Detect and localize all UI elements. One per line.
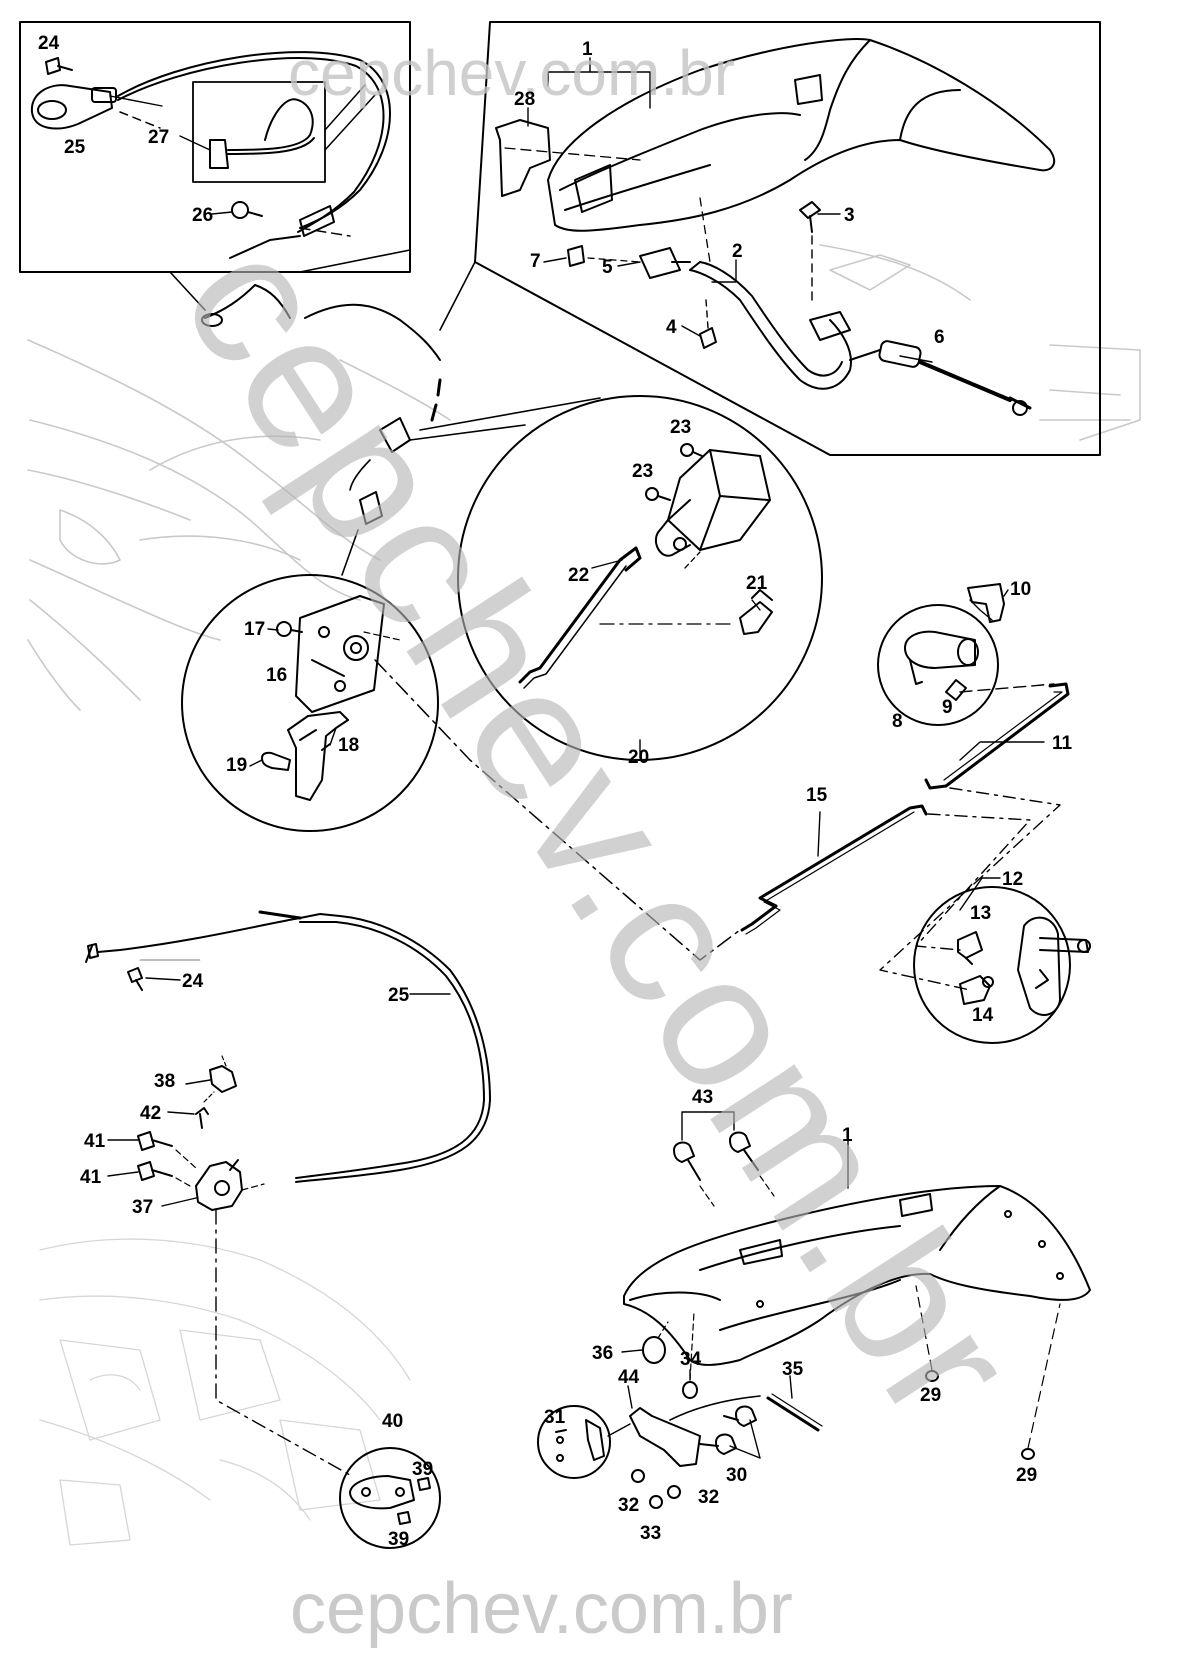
callout-4: 4	[666, 317, 677, 338]
callout-16: 16	[266, 665, 288, 686]
callout-39-upper: 39	[412, 1459, 434, 1480]
callout-9: 9	[942, 697, 953, 718]
callout-30: 30	[726, 1465, 748, 1486]
callout-3: 3	[844, 205, 855, 226]
inset-box-trunk-lid	[439, 21, 1101, 456]
connector-centerline	[374, 659, 741, 961]
callout-11: 11	[1052, 733, 1073, 754]
callout-leaders	[107, 57, 1045, 1459]
trunk-lid-assembly	[623, 1131, 1091, 1509]
callout-35: 35	[782, 1359, 804, 1380]
callout-26: 26	[192, 205, 214, 226]
detail-circle-hinge-clip	[537, 1405, 631, 1479]
callout-6: 6	[934, 327, 945, 348]
callout-29-left: 29	[920, 1385, 942, 1406]
callout-2: 2	[732, 241, 743, 262]
callout-8: 8	[892, 711, 903, 732]
callout-29-right: 29	[1016, 1465, 1038, 1486]
callout-5: 5	[602, 257, 613, 278]
callout-19: 19	[226, 755, 248, 776]
callout-23-lower: 23	[632, 461, 654, 482]
callout-24-inset: 24	[38, 33, 60, 54]
lock-rod-15	[740, 804, 928, 932]
callout-40: 40	[382, 1411, 404, 1432]
callout-12: 12	[1002, 869, 1024, 890]
watermark-bottom: cepchev.com.br	[290, 1569, 793, 1649]
callout-34: 34	[680, 1349, 702, 1370]
callout-43: 43	[692, 1087, 714, 1108]
callout-32-right: 32	[698, 1487, 720, 1508]
watermark-top: cepchev.com.br	[288, 37, 735, 109]
detail-circle-latch	[913, 886, 1091, 1044]
callout-27: 27	[148, 127, 170, 148]
callout-32-left: 32	[618, 1495, 640, 1516]
callout-17: 17	[244, 619, 266, 640]
callout-25-mid: 25	[388, 985, 410, 1006]
detail-circle-striker	[339, 1447, 441, 1549]
callout-14: 14	[972, 1005, 994, 1026]
detail-circle-actuator	[409, 395, 823, 761]
callout-44: 44	[618, 1367, 640, 1388]
callout-22: 22	[568, 565, 590, 586]
callout-7: 7	[530, 251, 541, 272]
release-cable-long	[85, 910, 491, 1183]
callout-15: 15	[806, 785, 828, 806]
lock-rod-11-inner	[943, 691, 1063, 781]
callout-13: 13	[970, 903, 992, 924]
callout-24-mid: 24	[182, 971, 204, 992]
callout-10: 10	[1010, 579, 1032, 600]
background-car-outline	[27, 244, 1141, 711]
callout-38: 38	[154, 1071, 176, 1092]
callout-42: 42	[140, 1103, 162, 1124]
latch-assembly-striker	[137, 1055, 351, 1476]
callout-33: 33	[640, 1523, 662, 1544]
callout-23-upper: 23	[670, 417, 692, 438]
callout-25-inset: 25	[64, 137, 86, 158]
connector-lines-latch	[879, 787, 1061, 991]
callout-41-lower: 41	[80, 1167, 102, 1188]
callout-41-upper: 41	[84, 1131, 106, 1152]
callout-1-top: 1	[582, 39, 593, 60]
callout-36: 36	[592, 1343, 614, 1364]
callout-39-lower: 39	[388, 1529, 410, 1550]
inset-box-cable-detail	[19, 21, 411, 311]
callout-18: 18	[338, 735, 360, 756]
detail-circle-cylinder	[877, 583, 1055, 726]
lock-rod-15-inner	[745, 811, 915, 935]
callout-31: 31	[544, 1407, 566, 1428]
callout-28: 28	[514, 89, 536, 110]
detail-circle-lock	[181, 529, 439, 832]
callout-21: 21	[746, 573, 768, 594]
callout-20: 20	[628, 747, 650, 768]
callout-1-bottom: 1	[842, 1125, 853, 1146]
callout-37: 37	[132, 1197, 154, 1218]
lock-rod-11	[924, 682, 1070, 790]
background-trunk-outline	[39, 1238, 411, 1546]
